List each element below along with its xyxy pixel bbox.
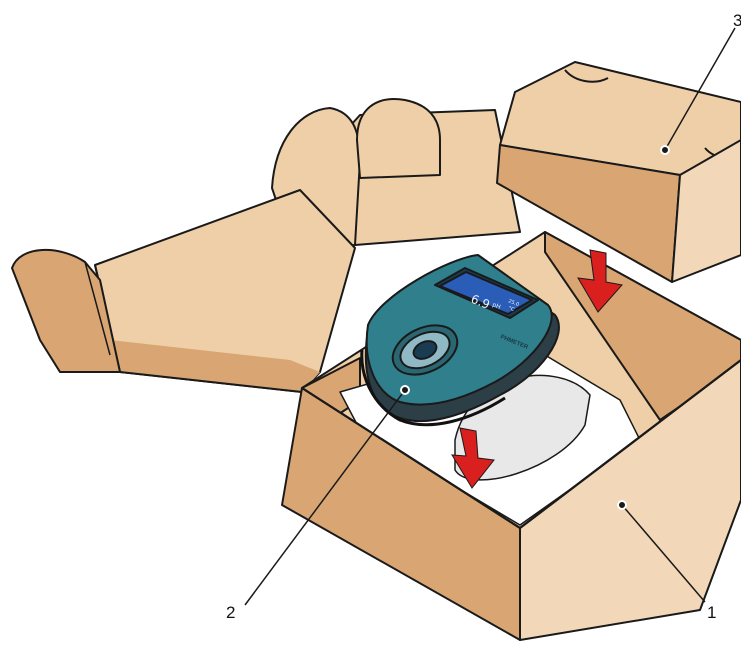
callout-3: 3	[733, 11, 741, 30]
callout-2: 2	[226, 603, 235, 622]
back-lid-tab-right	[357, 99, 440, 178]
callout-1: 1	[707, 603, 716, 622]
